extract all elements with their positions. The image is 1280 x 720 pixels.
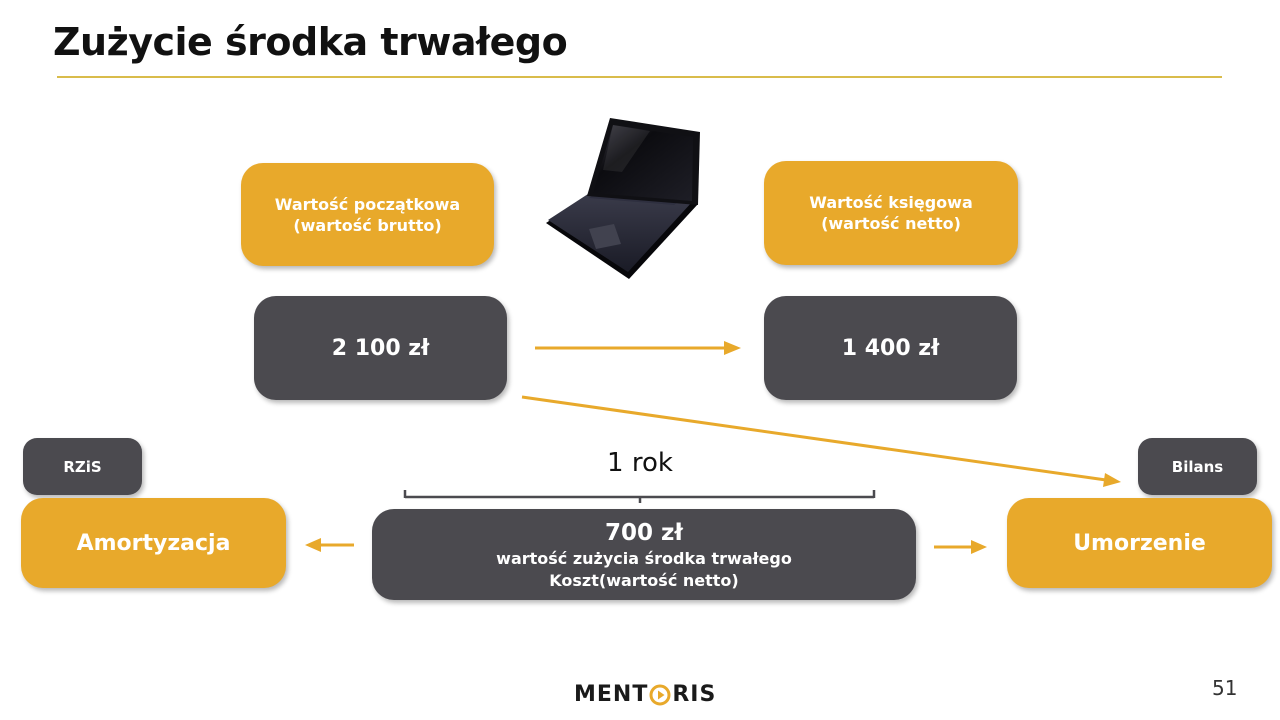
- initial-value-label-line2: (wartość brutto): [293, 215, 442, 235]
- page-number: 51: [1212, 676, 1238, 700]
- book-value-label-line1: Wartość księgowa: [809, 193, 973, 212]
- wear-value: 700 zł: [605, 519, 683, 546]
- arrow-to-amortyzacja: [305, 538, 354, 552]
- logo-text-end: RIS: [672, 682, 717, 707]
- initial-value-label-box: Wartość początkowa (wartość brutto): [241, 163, 494, 266]
- umorzenie-label: Umorzenie: [1073, 530, 1206, 556]
- slide-title: Zużycie środka trwałego: [53, 20, 568, 64]
- rzis-label: RZiS: [63, 457, 102, 476]
- mentoris-logo: MENT RIS: [574, 682, 716, 707]
- amortyzacja-box: Amortyzacja: [21, 498, 286, 588]
- wear-description: wartość zużycia środka trwałego: [496, 548, 792, 568]
- initial-value-box: 2 100 zł: [254, 296, 507, 400]
- rzis-tag: RZiS: [23, 438, 142, 495]
- period-bracket: [403, 490, 876, 503]
- play-icon: [649, 684, 671, 705]
- initial-value-label-line1: Wartość początkowa: [274, 194, 461, 214]
- umorzenie-box: Umorzenie: [1007, 498, 1272, 588]
- period-label: 1 rok: [607, 448, 673, 478]
- bilans-tag: Bilans: [1138, 438, 1257, 495]
- amortyzacja-label: Amortyzacja: [76, 530, 231, 556]
- book-value-label-line2: (wartość netto): [821, 214, 961, 233]
- wear-cost-note: Koszt(wartość netto): [549, 570, 739, 590]
- wear-value-box: 700 zł wartość zużycia środka trwałego K…: [372, 509, 916, 600]
- arrow-brutto-to-netto: [535, 341, 741, 355]
- bilans-label: Bilans: [1171, 457, 1224, 476]
- book-value-label-box: Wartość księgowa (wartość netto): [764, 161, 1018, 265]
- arrow-to-umorzenie: [934, 540, 987, 554]
- initial-value: 2 100 zł: [331, 335, 430, 361]
- book-value: 1 400 zł: [841, 335, 940, 361]
- title-underline: [57, 76, 1222, 78]
- logo-text-start: MENT: [574, 682, 649, 707]
- book-value-box: 1 400 zł: [764, 296, 1017, 400]
